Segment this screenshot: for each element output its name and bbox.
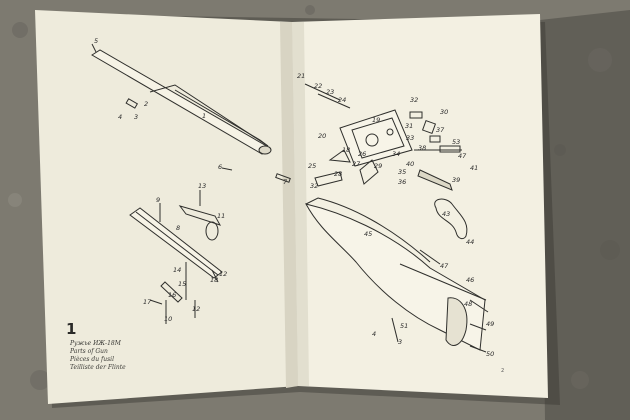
part-label: 14 (173, 266, 182, 274)
part-label: 8 (176, 224, 181, 232)
part-label: 4 (118, 113, 123, 121)
part-label: 7 (283, 178, 288, 186)
part-label: 38 (418, 144, 427, 152)
part-label: 33 (406, 134, 415, 142)
part-label: 2 (144, 100, 149, 108)
caption-line: Parts of Gun (70, 348, 108, 355)
part-label: 24 (338, 96, 347, 104)
part-label: 46 (466, 276, 475, 284)
caption-line: Pièces du fusil (70, 356, 115, 363)
part-label: 47 (458, 152, 467, 160)
part-label: 40 (406, 160, 415, 168)
part-label: 1 (202, 112, 207, 120)
part-label: 48 (464, 300, 473, 308)
right-page (292, 14, 548, 398)
caption-line: Ружье ИЖ-18М (70, 340, 121, 347)
left-page (35, 10, 298, 404)
part-label: 36 (398, 178, 407, 186)
part-label: 51 (400, 322, 409, 330)
part-label: 12 (219, 270, 228, 278)
part-label: 32 (410, 96, 419, 104)
part-label: 6 (218, 163, 223, 171)
part-label: 27 (352, 160, 361, 168)
part-label: 34 (392, 150, 401, 158)
part-label: 17 (143, 298, 152, 306)
page-number: 2 (501, 368, 505, 374)
part-label: 25 (308, 162, 317, 170)
part-label: 32 (310, 182, 319, 190)
part-label: 30 (440, 108, 449, 116)
part-label: 20 (318, 132, 327, 140)
part-label: 12 (192, 305, 201, 313)
part-label: 50 (486, 350, 495, 358)
part-label: 21 (297, 72, 306, 80)
part-label: 49 (486, 320, 495, 328)
part-label: 13 (198, 182, 207, 190)
part-label: 16 (168, 291, 177, 299)
part-label: 5 (94, 37, 99, 45)
part-label: 3 (398, 338, 403, 346)
part-label: 35 (398, 168, 407, 176)
part-label: 18 (342, 146, 351, 154)
part-label: 39 (452, 176, 461, 184)
part-label: 23 (326, 88, 335, 96)
caption-line: Teilliste der Flinte (70, 364, 126, 371)
part-label: 26 (358, 150, 367, 158)
part-label: 37 (436, 126, 445, 134)
part-label: 22 (314, 82, 323, 90)
part-label: 10 (164, 315, 173, 323)
part-label: 44 (466, 238, 475, 246)
part-label: 47 (440, 262, 449, 270)
part-label: 53 (452, 138, 461, 146)
part-label: 43 (442, 210, 451, 218)
part-label: 45 (364, 230, 373, 238)
part-label: 31 (405, 122, 414, 130)
part-label: 15 (178, 280, 187, 288)
part-label: 41 (470, 164, 479, 172)
part-label: 29 (374, 162, 383, 170)
part-label: 9 (156, 196, 161, 204)
part-label: 3 (134, 113, 139, 121)
part-label: 4 (372, 330, 377, 338)
part-label: 11 (217, 212, 226, 220)
figure-number: 1 (66, 320, 77, 338)
part-label: 28 (334, 170, 343, 178)
part-label: 19 (372, 116, 381, 124)
part-label: 18 (210, 276, 219, 284)
